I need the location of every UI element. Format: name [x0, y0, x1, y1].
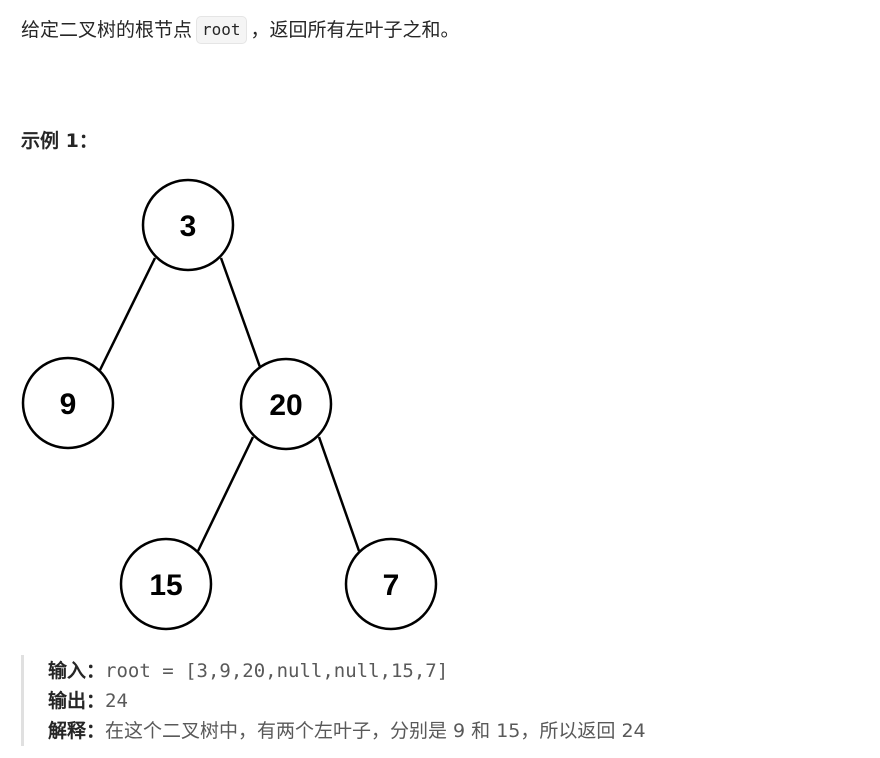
input-value: root = [3,9,20,null,null,15,7]: [105, 660, 449, 682]
example-explain-row: 解释：在这个二叉树中，有两个左叶子，分别是 9 和 15，所以返回 24: [48, 716, 781, 746]
tree-node-9: 9: [21, 356, 115, 450]
edge-20-7: [317, 436, 361, 552]
tree-node-label: 15: [149, 569, 182, 602]
problem-text-after: ，返回所有左叶子之和。: [250, 19, 460, 41]
inline-code-root: root: [196, 16, 247, 44]
tree-node-15: 15: [119, 537, 213, 631]
tree-node-label: 7: [383, 569, 400, 602]
output-value: 24: [105, 690, 128, 712]
tree-node-label: 20: [269, 389, 302, 422]
tree-node-7: 7: [344, 537, 438, 631]
edge-3-20: [219, 257, 263, 371]
example-block: 输入：root = [3,9,20,null,null,15,7] 输出：24 …: [21, 655, 781, 746]
output-label: 输出：: [48, 690, 106, 712]
tree-node-label: 3: [180, 210, 197, 243]
problem-text-before: 给定二叉树的根节点: [21, 19, 193, 41]
tree-node-20: 20: [239, 357, 333, 451]
tree-node-3: 3: [141, 178, 235, 272]
edge-20-15: [196, 436, 255, 552]
tree-node-label: 9: [60, 388, 77, 421]
example-heading: 示例 1：: [21, 130, 98, 152]
explain-label: 解释：: [48, 720, 106, 742]
example-input-row: 输入：root = [3,9,20,null,null,15,7]: [48, 656, 781, 686]
input-label: 输入：: [48, 660, 106, 682]
explain-value: 在这个二叉树中，有两个左叶子，分别是 9 和 15，所以返回 24: [105, 720, 646, 742]
edge-3-9: [98, 257, 157, 371]
example-output-row: 输出：24: [48, 686, 781, 716]
